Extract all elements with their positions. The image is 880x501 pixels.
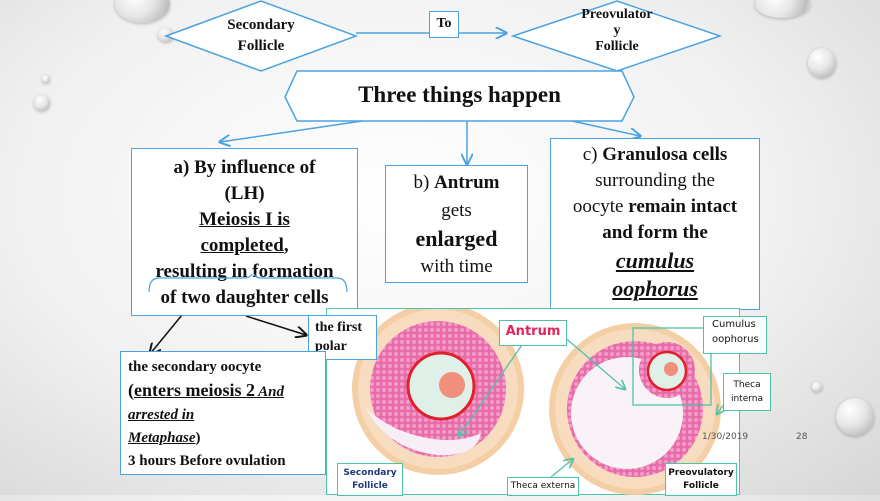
label-line: Secondary: [343, 468, 397, 478]
water-drop-decoration: [115, 0, 170, 23]
text-line: (enters meiosis 2 And: [128, 379, 325, 404]
to-label: To: [429, 11, 459, 38]
water-drop-decoration: [755, 0, 810, 18]
bold-text: Antrum: [434, 172, 500, 193]
text-line: the secondary oocyte: [128, 359, 262, 375]
box-a-meiosis: a) By influence of (LH) Meiosis I is com…: [131, 148, 358, 316]
text-line: 3 hours Before ovulation: [128, 453, 286, 469]
first-polar-box: the first polar: [308, 315, 377, 360]
water-drop-decoration: [836, 398, 874, 436]
label-line: oophorus: [712, 334, 759, 345]
text-line: cumulus: [615, 248, 695, 273]
prefix: b): [413, 172, 435, 193]
slide-date: 1/30/2019: [702, 432, 749, 442]
secondary-follicle-drawing: [352, 303, 524, 475]
text-line: Meiosis I is: [199, 209, 290, 230]
text-line: a) By influence of: [173, 157, 316, 178]
theca-interna-label: Theca interna: [723, 373, 771, 411]
text-line: the first: [315, 320, 363, 335]
box-b-antrum: b) Antrum gets enlarged with time: [385, 165, 528, 283]
text-line: (LH): [224, 183, 265, 204]
water-drop-decoration: [42, 75, 50, 83]
label-line: Follicle: [595, 39, 639, 54]
italic-text: Metaphase: [128, 430, 196, 446]
label-line: Follicle: [237, 38, 285, 54]
preovulatory-follicle-label: Preovulator y Follicle: [567, 5, 667, 57]
text-line: b) Antrum: [386, 169, 527, 197]
text-line: oocyte remain intact: [551, 194, 759, 220]
text: ): [195, 430, 201, 446]
bold-text: remain intact: [628, 196, 738, 217]
text-line: resulting in formation: [155, 261, 334, 282]
label-line: Cumulus: [712, 319, 756, 330]
secondary-follicle-label: Secondary Follicle: [211, 15, 311, 57]
preovulatory-follicle-caption: Preovulatory Follicle: [665, 463, 737, 496]
prefix: c): [582, 144, 603, 165]
follicle-figure: Antrum Cumulus oophorus Theca interna Se…: [326, 303, 771, 496]
text-line: completed,: [132, 233, 357, 259]
text-line: and form the: [602, 222, 708, 243]
preovulatory-follicle-drawing: [549, 323, 721, 495]
text-line: polar: [315, 339, 347, 354]
water-drop-decoration: [158, 28, 174, 42]
label-line: Secondary: [227, 17, 295, 33]
follicle-illustration: [352, 303, 730, 495]
label-line: Preovulator: [581, 7, 653, 22]
page-title: Three things happen: [358, 82, 561, 107]
text-line: Metaphase): [128, 427, 325, 450]
text-line: oophorus: [612, 276, 698, 301]
to-text: To: [436, 16, 452, 31]
preovulatory-follicle-shape: [510, 0, 723, 72]
brace-decoration: [148, 274, 348, 293]
label-line: Follicle: [352, 481, 388, 491]
slide-number: 28: [796, 432, 808, 442]
text-line: gets: [441, 200, 472, 221]
label-line: y: [613, 23, 621, 38]
label-line: Follicle: [683, 481, 719, 491]
underlined-text: enters meiosis 2: [134, 380, 255, 400]
water-drop-decoration: [812, 382, 822, 392]
text-line: with time: [420, 256, 493, 277]
text-line: of two daughter cells: [160, 287, 329, 308]
italic-text: And: [254, 384, 285, 400]
three-things-shape: [284, 70, 635, 122]
label-line: interna: [730, 394, 764, 404]
text: (: [128, 380, 134, 400]
label-line: Preovulatory: [668, 468, 734, 478]
box-c-granulosa: c) Granulosa cells surrounding the oocyt…: [550, 138, 760, 310]
punct: ,: [283, 235, 289, 256]
secondary-follicle-caption: Secondary Follicle: [337, 463, 403, 496]
underlined-text: completed: [200, 235, 284, 256]
water-drop-decoration: [808, 48, 836, 78]
cumulus-oophorus-label: Cumulus oophorus: [703, 316, 767, 354]
water-drop-decoration: [34, 95, 50, 111]
text: oocyte: [572, 196, 629, 217]
label-line: Theca: [733, 380, 761, 390]
text-line: arrested in: [128, 407, 195, 423]
secondary-oocyte-box: the secondary oocyte (enters meiosis 2 A…: [120, 351, 326, 475]
secondary-follicle-shape: [163, 0, 359, 72]
antrum-label: Antrum: [499, 320, 567, 346]
text-line: c) Granulosa cells: [551, 142, 759, 168]
text-line: surrounding the: [595, 170, 715, 191]
bold-text: Granulosa cells: [602, 144, 728, 165]
theca-externa-label: Theca externa: [507, 477, 579, 496]
text-line: enlarged: [415, 226, 498, 251]
